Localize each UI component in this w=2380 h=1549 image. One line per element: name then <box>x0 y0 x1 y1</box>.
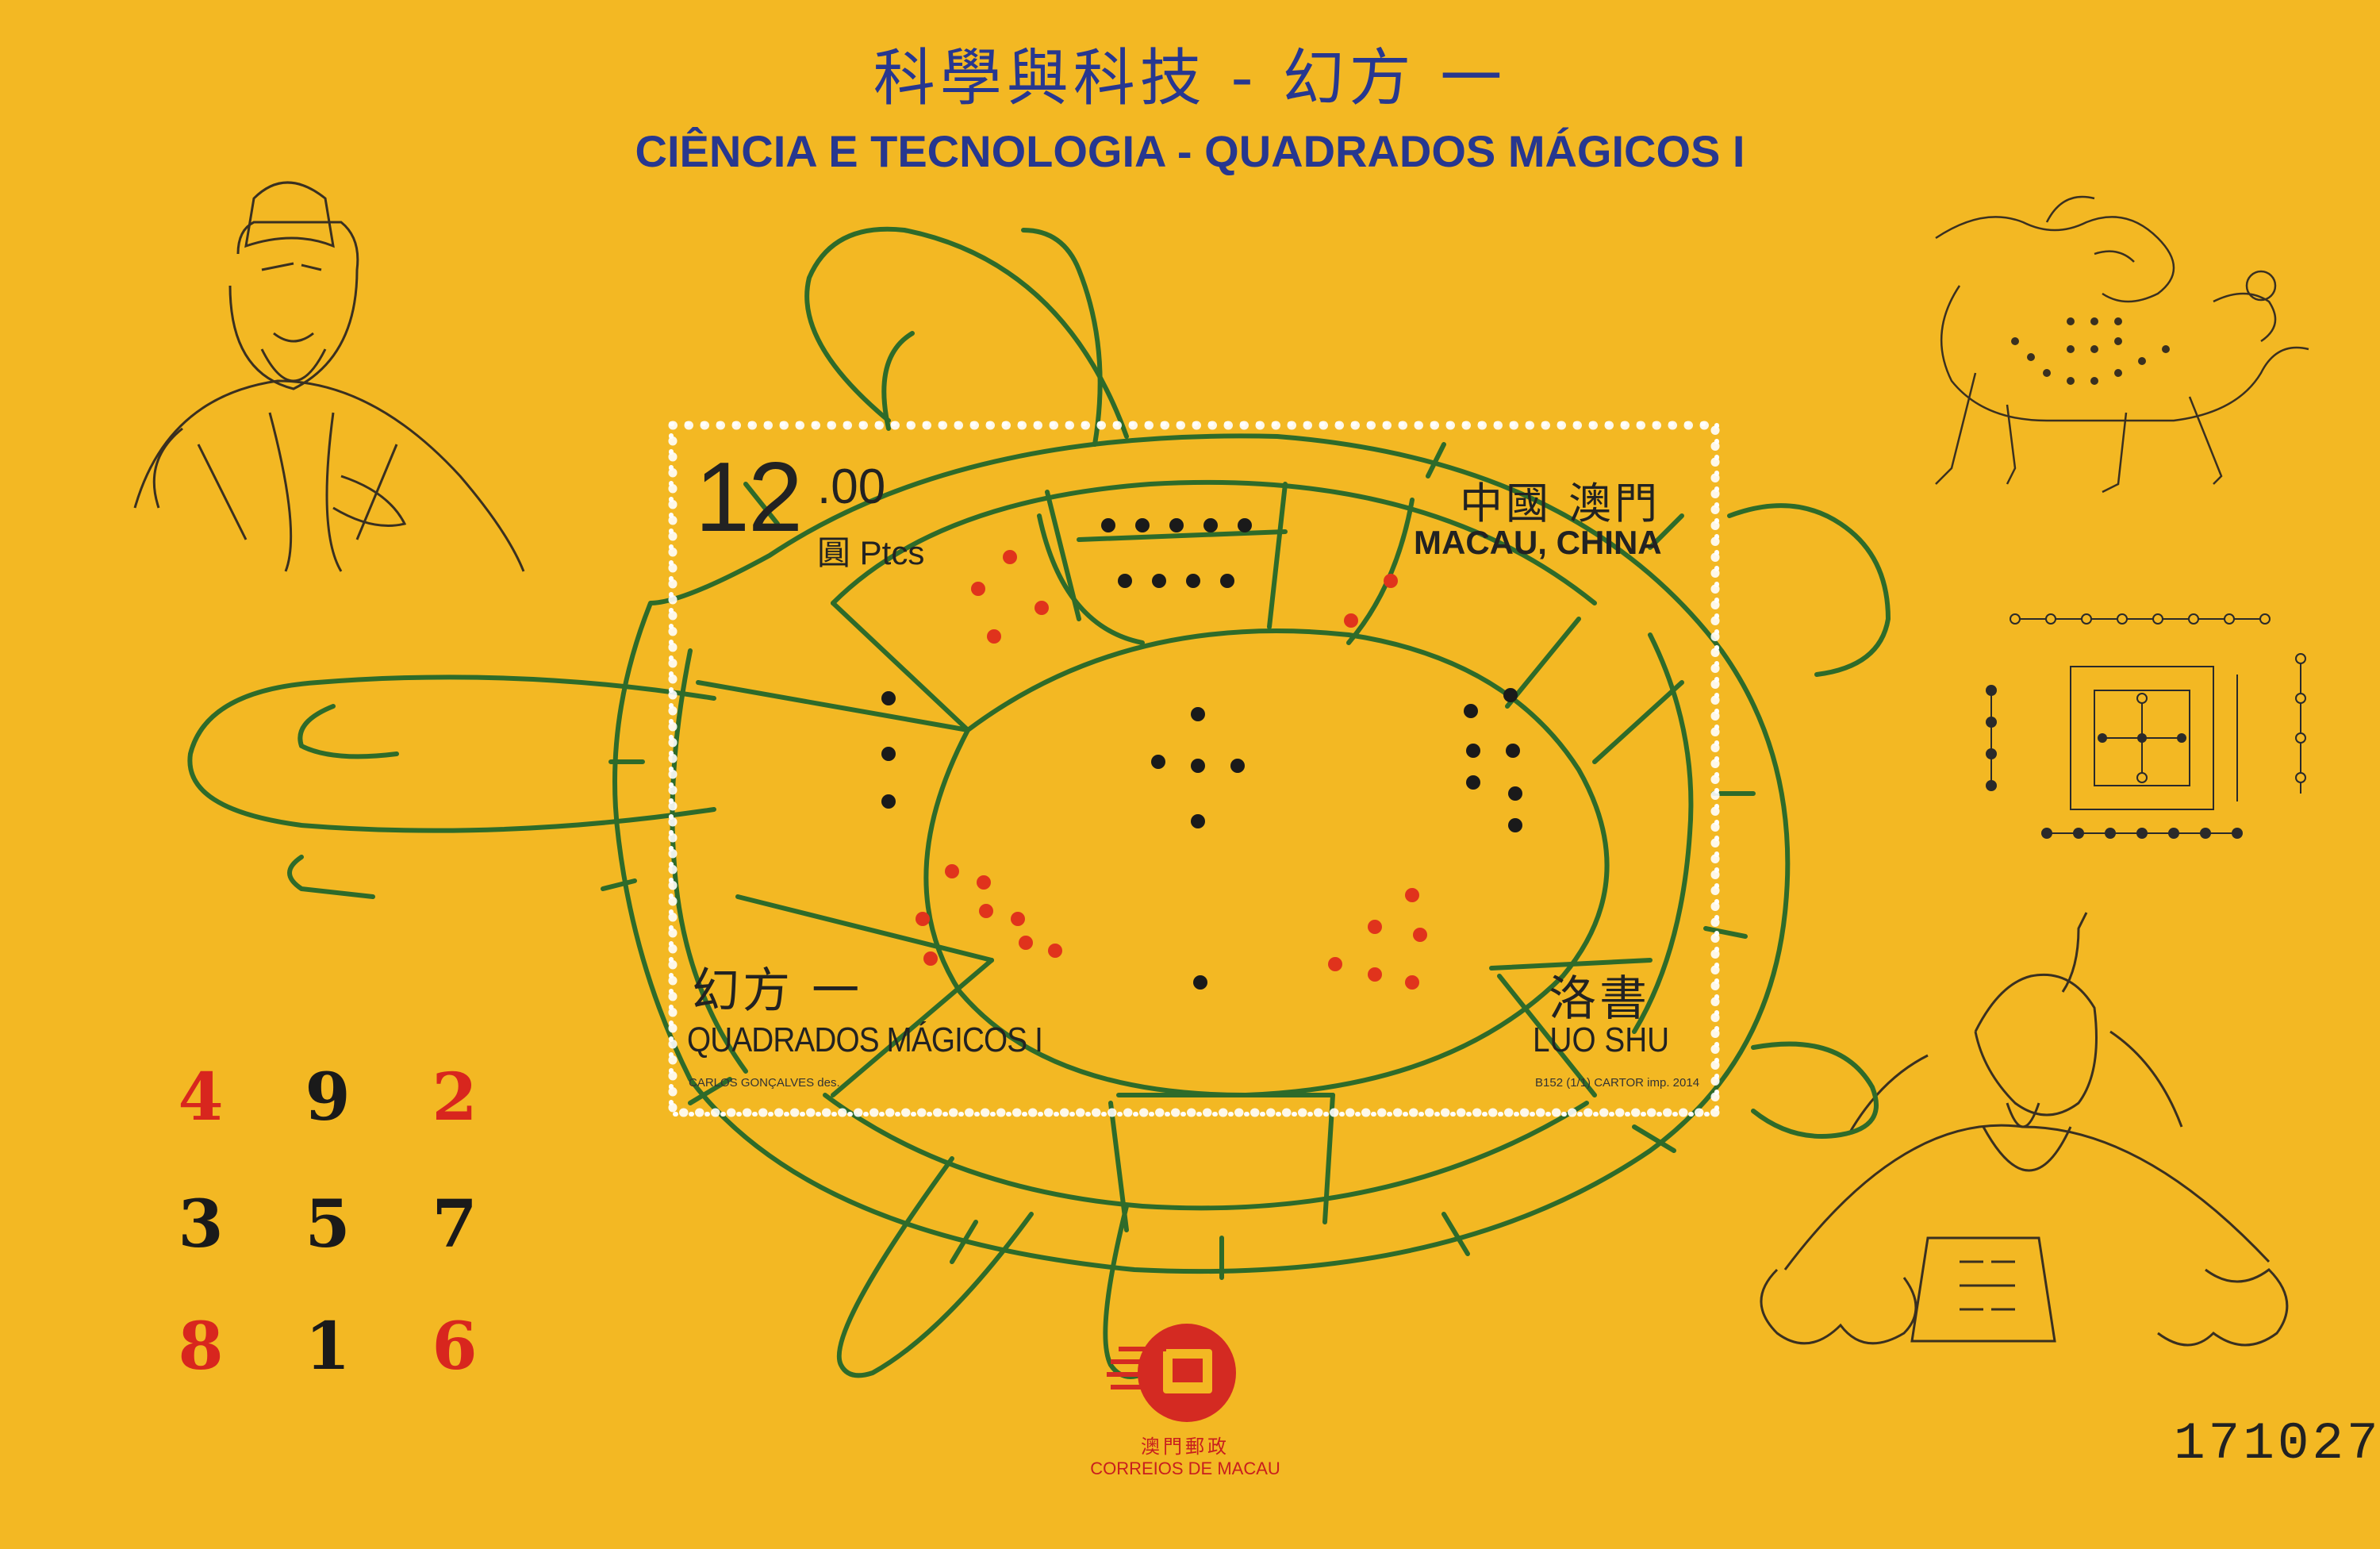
magic-square-number: 7 <box>432 1186 478 1263</box>
sheet-title-chinese: 科學與科技 - 幻方 一 <box>873 43 1507 114</box>
luoshu-dots <box>881 518 1522 990</box>
emperor-yu-portrait-icon <box>133 181 525 572</box>
dragon-horse-icon <box>1935 195 2309 494</box>
magic-square-number: 4 <box>178 1059 224 1136</box>
luoshu-cell-3 <box>881 691 896 809</box>
magic-square-number: 6 <box>432 1309 478 1385</box>
hetu-diagram-icon <box>1990 618 2301 834</box>
stamp-printer-credit: B152 (1/1) CARTOR imp. 2014 <box>1535 1076 1700 1090</box>
stamp-designer-credit: CARLOS GONÇALVES des. <box>689 1076 840 1090</box>
serial-number: 171027 <box>2174 1414 2380 1474</box>
logo-name-portuguese: CORREIOS DE MACAU <box>1090 1459 1280 1478</box>
stamp-perforation <box>668 421 1720 1117</box>
fuxi-sage-icon <box>1760 912 2289 1347</box>
luoshu-cell-5 <box>1151 707 1245 828</box>
sheet-title-portuguese: CIÊNCIA E TECNOLOGIA - QUADRADOS MÁGICOS… <box>635 126 1745 176</box>
luoshu-cell-4 <box>971 550 1049 644</box>
magic-square-number: 3 <box>178 1186 224 1263</box>
stamp-country-chinese: 中國 澳門 <box>1460 479 1661 529</box>
luoshu-cell-1 <box>1193 975 1207 990</box>
magic-square-number: 8 <box>178 1309 224 1385</box>
stamp-subject-chinese: 幻方 一 <box>692 963 863 1019</box>
logo-name-chinese: 澳門郵政 <box>1141 1436 1230 1458</box>
dragon-horse-dots <box>2011 317 2170 385</box>
stamp-name-latin: LUO SHU <box>1533 1020 1670 1059</box>
magic-square-number: 9 <box>305 1059 351 1136</box>
hetu-diagram-dots <box>1986 613 2306 839</box>
luoshu-cell-8 <box>916 864 1062 966</box>
stamp-value: 12 <box>695 443 803 552</box>
magic-square-number: 2 <box>432 1059 478 1136</box>
stamp-name-chinese: 洛書 <box>1549 971 1650 1027</box>
stamp-country-portuguese: MACAU, CHINA <box>1414 524 1662 561</box>
luoshu-cell-7 <box>1464 688 1522 832</box>
stamp-subject-portuguese: QUADRADOS MÁGICOS I <box>687 1020 1043 1059</box>
luoshu-cell-2 <box>1344 574 1398 628</box>
luoshu-cell-9 <box>1101 518 1252 588</box>
correios-logo-icon <box>1107 1324 1236 1422</box>
stamp-value-decimal: .00 <box>817 459 886 514</box>
magic-square-number: 5 <box>305 1186 351 1263</box>
luoshu-cell-6 <box>1328 888 1427 990</box>
magic-square-number: 1 <box>305 1309 351 1385</box>
stamp-value-unit: 圓 Ptcs <box>817 534 925 571</box>
